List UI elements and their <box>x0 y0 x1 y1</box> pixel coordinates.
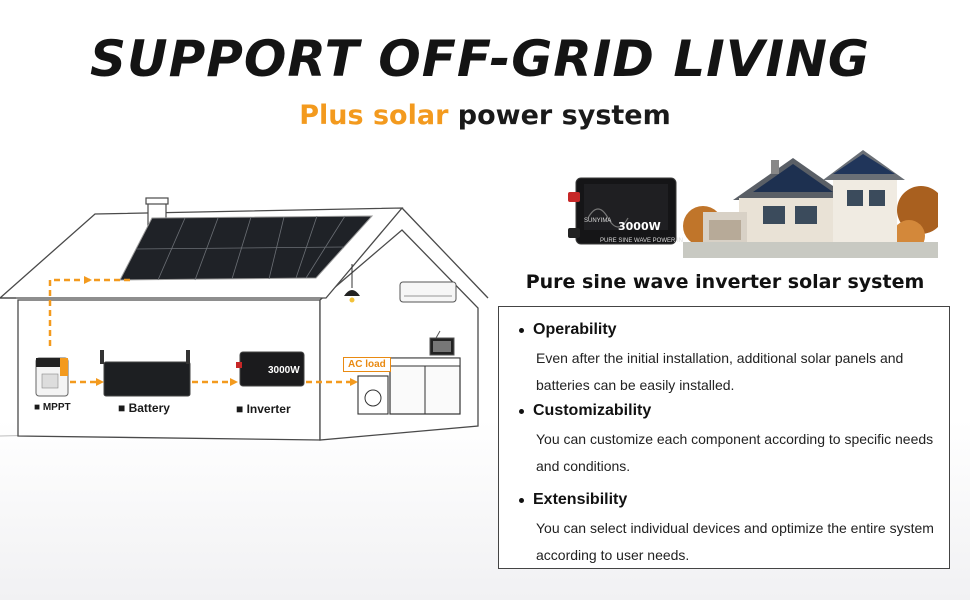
subtitle-rest: power system <box>457 100 671 131</box>
feature-item-operability: Operability Even after the initial insta… <box>519 321 944 399</box>
product-caption: Pure sine wave inverter solar system <box>525 271 925 293</box>
feature-title: Extensibility <box>533 491 628 508</box>
feature-description: You can customize each component accordi… <box>536 431 934 474</box>
inverter-icon: 3000W <box>236 351 305 387</box>
subtitle-highlight: Plus solar <box>299 100 449 131</box>
product-power: 3000W <box>618 220 661 233</box>
battery-icon <box>100 350 191 397</box>
feature-item-customizability: Customizability You can customize each c… <box>519 402 944 480</box>
power-flow-line <box>48 278 356 384</box>
tv-icon <box>429 330 455 356</box>
ceiling-lamp-icon <box>344 264 360 303</box>
feature-description: Even after the initial installation, add… <box>536 350 904 393</box>
svg-text:3000W: 3000W <box>268 365 300 376</box>
bullet-icon <box>519 327 524 333</box>
product-inverter-image <box>568 177 677 245</box>
bullet-icon <box>519 497 524 503</box>
product-brand: SUNYIMA <box>584 218 612 224</box>
bullet-icon <box>519 408 524 414</box>
solar-panel-icon <box>119 215 374 281</box>
feature-title: Operability <box>533 321 617 338</box>
ac-load-label: AC load <box>343 357 391 372</box>
air-conditioner-icon <box>399 281 457 303</box>
feature-title: Customizability <box>533 402 652 419</box>
washing-machine-icon <box>357 375 389 415</box>
mppt-label: ■ MPPT <box>34 402 71 413</box>
battery-label: ■ Battery <box>118 401 170 415</box>
mppt-controller-icon <box>35 357 69 397</box>
feature-item-extensibility: Extensibility You can select individual … <box>519 491 944 569</box>
product-model-line: PURE SINE WAVE POWER INVERTER <box>600 238 708 244</box>
page-title: SUPPORT OFF-GRID LIVING <box>90 30 870 88</box>
inverter-label: ■ Inverter <box>236 402 291 416</box>
house-diagram: 3000W <box>0 197 489 441</box>
page-subtitle: Plus solar power system <box>0 100 970 131</box>
house-photo <box>683 140 938 258</box>
cabinet-icon <box>389 357 461 415</box>
feature-list-box: Operability Even after the initial insta… <box>498 306 950 569</box>
feature-description: You can select individual devices and op… <box>536 520 934 563</box>
